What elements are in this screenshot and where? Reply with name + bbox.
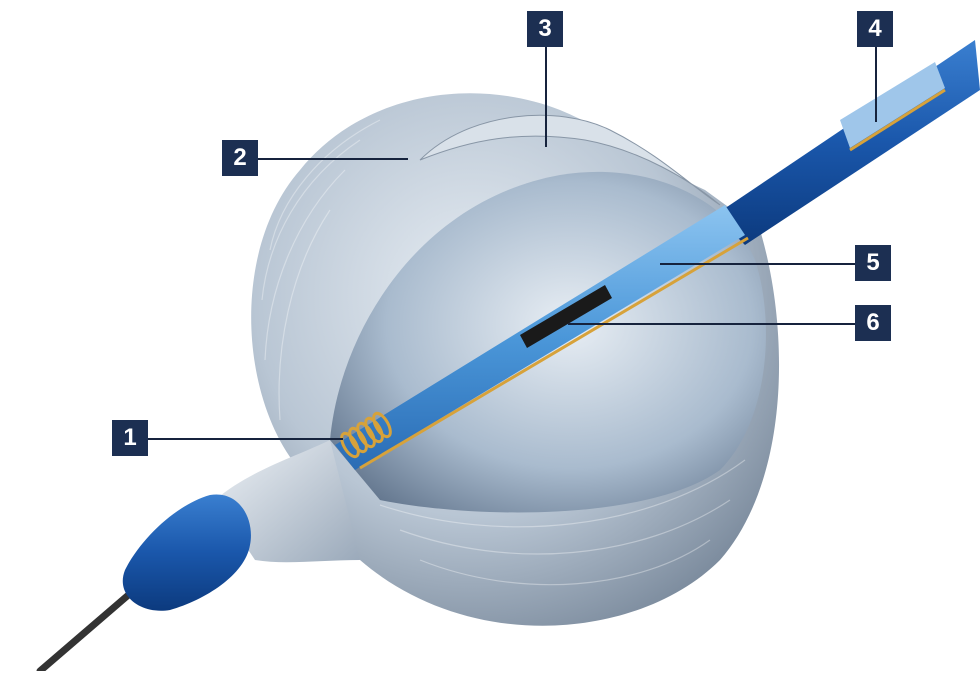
guidewire — [40, 585, 140, 671]
leader-line-6 — [568, 323, 855, 325]
callout-4: 4 — [857, 11, 893, 47]
leader-line-1 — [148, 438, 343, 440]
distal-tip — [123, 494, 251, 610]
callout-1: 1 — [112, 420, 148, 456]
callout-5: 5 — [855, 245, 891, 281]
outer-catheter-shaft — [715, 40, 980, 245]
callout-6: 6 — [855, 305, 891, 341]
leader-line-2 — [258, 158, 408, 160]
leader-line-3 — [545, 47, 547, 147]
callout-2: 2 — [222, 140, 258, 176]
callout-3: 3 — [527, 11, 563, 47]
leader-line-4 — [875, 47, 877, 122]
leader-line-5 — [660, 263, 855, 265]
